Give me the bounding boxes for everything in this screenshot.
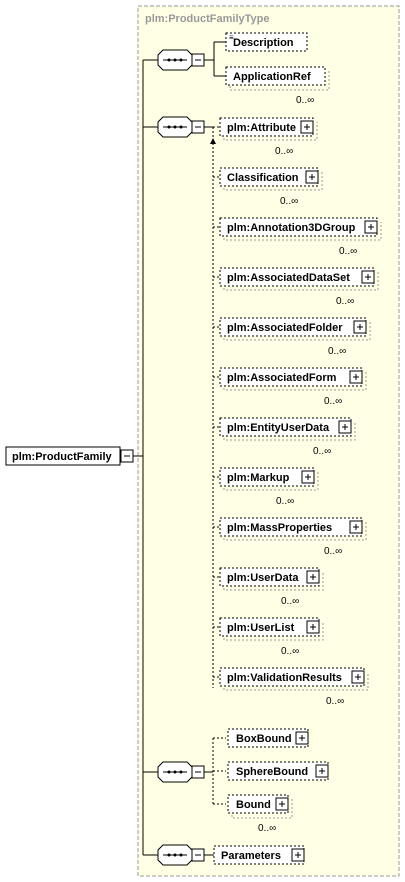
svg-text:plm:Markup: plm:Markup — [227, 472, 290, 484]
svg-text:plm:AssociatedForm: plm:AssociatedForm — [227, 372, 337, 384]
occurs-label: 0..∞ — [280, 196, 298, 207]
element-associated-data-set[interactable]: plm:AssociatedDataSet 0..∞ — [219, 267, 379, 307]
svg-text:SphereBound: SphereBound — [236, 766, 308, 778]
element-sphere-bound[interactable]: SphereBound — [227, 761, 329, 781]
svg-text:plm:AssociatedFolder: plm:AssociatedFolder — [227, 322, 343, 334]
occurs-label: 0..∞ — [326, 696, 344, 707]
occurs-label: 0..∞ — [328, 346, 346, 357]
element-mass-properties[interactable]: plm:MassProperties 0..∞ — [219, 517, 367, 557]
svg-text:BoxBound: BoxBound — [236, 733, 292, 745]
element-user-data[interactable]: plm:UserData 0..∞ — [219, 567, 324, 607]
svg-text:Parameters: Parameters — [221, 850, 281, 862]
sequence-compositor-4[interactable] — [157, 844, 205, 866]
svg-text:Bound: Bound — [236, 799, 271, 811]
occurs-label: 0..∞ — [276, 496, 294, 507]
svg-text:plm:EntityUserData: plm:EntityUserData — [227, 422, 330, 434]
element-markup[interactable]: plm:Markup 0..∞ — [219, 467, 319, 507]
sequence-compositor-3[interactable] — [157, 761, 205, 783]
svg-text:0..∞: 0..∞ — [258, 823, 276, 834]
occurs-label: 0..∞ — [339, 246, 357, 257]
element-annotation-3dgroup[interactable]: plm:Annotation3DGroup 0..∞ — [219, 217, 382, 257]
type-label: plm:ProductFamilyType — [145, 13, 269, 25]
element-description[interactable]: Description ≡ — [225, 32, 308, 52]
occurs-label: 0..∞ — [324, 546, 342, 557]
svg-text:plm:UserData: plm:UserData — [227, 572, 299, 584]
sequence-compositor-2[interactable] — [157, 116, 205, 138]
svg-text:plm:AssociatedDataSet: plm:AssociatedDataSet — [227, 272, 350, 284]
sequence-compositor-1[interactable] — [157, 49, 205, 71]
svg-text:plm:MassProperties: plm:MassProperties — [227, 522, 332, 534]
svg-text:Description: Description — [233, 37, 294, 49]
svg-text:plm:UserList: plm:UserList — [227, 622, 295, 634]
element-attribute[interactable]: plm:Attribute 0..∞ — [219, 117, 318, 157]
occurs-label: 0..∞ — [275, 146, 293, 157]
occurs-label: 0..∞ — [281, 596, 299, 607]
element-bound[interactable]: Bound 0..∞ — [227, 794, 293, 834]
element-associated-folder[interactable]: plm:AssociatedFolder 0..∞ — [219, 317, 371, 357]
element-box-bound[interactable]: BoxBound — [227, 728, 309, 748]
element-entity-user-data[interactable]: plm:EntityUserData 0..∞ — [219, 417, 356, 457]
occurs-label: 0..∞ — [324, 396, 342, 407]
svg-text:plm:Annotation3DGroup: plm:Annotation3DGroup — [227, 222, 356, 234]
element-user-list[interactable]: plm:UserList 0..∞ — [219, 617, 324, 657]
svg-text:plm:ProductFamily: plm:ProductFamily — [12, 451, 113, 463]
occurs-label: 0..∞ — [336, 296, 354, 307]
root-element[interactable]: plm:ProductFamily — [5, 446, 134, 466]
element-validation-results[interactable]: plm:ValidationResults 0..∞ — [219, 667, 369, 707]
documentation-icon: ≡ — [229, 33, 234, 42]
occurs-label: 0..∞ — [281, 646, 299, 657]
occurs-label: 0..∞ — [313, 446, 331, 457]
element-classification[interactable]: Classification 0..∞ — [219, 167, 323, 207]
svg-text:0..∞: 0..∞ — [296, 95, 314, 106]
svg-text:plm:ValidationResults: plm:ValidationResults — [227, 672, 342, 684]
element-application-ref[interactable]: ApplicationRef 0..∞ — [225, 66, 330, 106]
svg-text:Classification: Classification — [227, 172, 299, 184]
element-parameters[interactable]: Parameters — [213, 845, 305, 865]
svg-text:ApplicationRef: ApplicationRef — [233, 71, 311, 83]
svg-text:plm:Attribute: plm:Attribute — [227, 122, 296, 134]
element-associated-form[interactable]: plm:AssociatedForm 0..∞ — [219, 367, 367, 407]
